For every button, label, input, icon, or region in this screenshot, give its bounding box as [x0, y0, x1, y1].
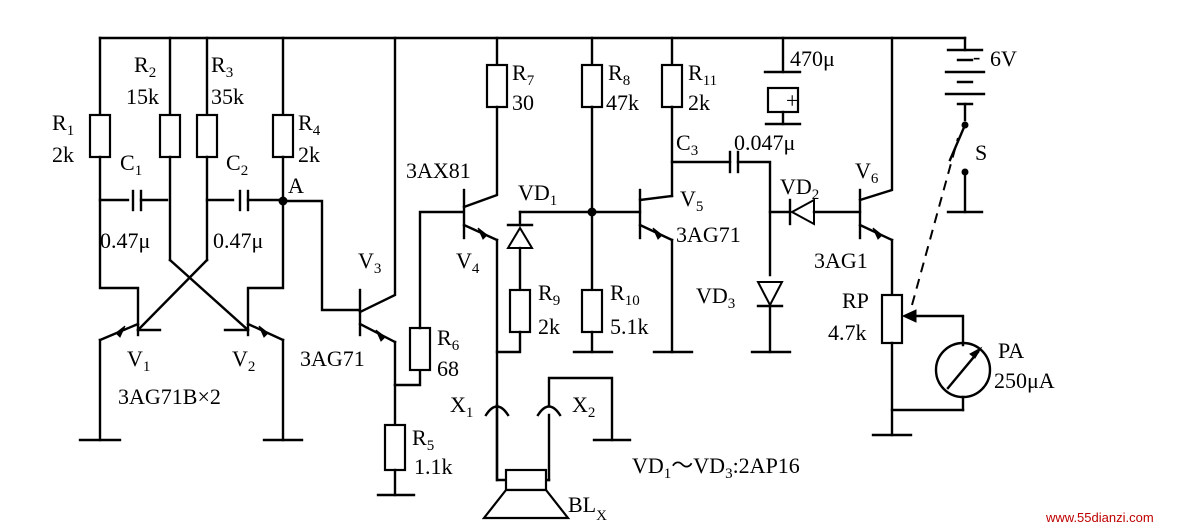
v6-type: 3AG1	[814, 248, 868, 273]
resistor-r7: R7 30	[462, 36, 535, 209]
v5-name: V5	[680, 186, 703, 215]
r2-value: 15k	[126, 84, 159, 109]
potentiometer-rp: RP 4.7k	[828, 288, 965, 437]
vd2-name: VD2	[780, 174, 819, 203]
transistor-v6: V6 3AG1	[814, 36, 894, 297]
c2-name: C2	[226, 150, 248, 179]
diode-type-note: VD1～VD3:2AP16	[632, 453, 800, 482]
gang-link	[911, 137, 959, 306]
jack-x2: X2	[536, 376, 632, 482]
v6-name: V6	[855, 158, 879, 187]
v4-type: 3AX81	[406, 158, 471, 183]
v2-name: V2	[232, 346, 255, 375]
c1-name: C1	[120, 150, 142, 179]
battery: - 6V	[944, 44, 1017, 122]
transistor-v1: V1	[78, 288, 162, 442]
r2-name: R2	[134, 52, 156, 81]
meter-pa: PA 250μA	[934, 338, 1055, 412]
r11-name: R11	[688, 60, 717, 89]
r8-name: R8	[608, 60, 630, 89]
diode-vd2: VD2	[768, 174, 862, 226]
r7-value: 30	[512, 90, 534, 115]
r11-value: 2k	[688, 90, 710, 115]
r9-name: R9	[538, 280, 560, 309]
vd3-name: VD3	[696, 283, 735, 312]
r1-value: 2k	[52, 142, 74, 167]
x2-name: X2	[572, 392, 595, 421]
v4-name: V4	[456, 248, 480, 277]
capacitor-c1: C1 0.47μ	[100, 150, 169, 253]
c3-name: C3	[676, 130, 698, 159]
r7-name: R7	[512, 60, 535, 89]
resistor-r8: R8 47k	[580, 36, 639, 292]
v1-name: V1	[127, 346, 150, 375]
c1-value: 0.47μ	[100, 228, 150, 253]
resistor-r11: R11 2k	[660, 36, 732, 198]
battery-label-minus: -	[973, 44, 980, 69]
resistor-r5: R5 1.1k	[376, 383, 453, 497]
r3-value: 35k	[211, 84, 244, 109]
node-a-label: A	[288, 173, 304, 198]
rp-name: RP	[842, 288, 869, 313]
r5-name: R5	[412, 425, 434, 454]
transistor-v2: V2 3AG71B×2	[118, 288, 304, 442]
r3-name: R3	[211, 52, 233, 81]
r1-name: R1	[52, 110, 74, 139]
c3-value: 0.047μ	[734, 130, 795, 155]
resistor-r6: R6 68	[393, 210, 464, 387]
resistor-r10: R10 5.1k	[572, 280, 649, 354]
capacitor-plus-label: +	[786, 88, 798, 113]
x1-name: X1	[450, 392, 473, 421]
battery-voltage-label: 6V	[990, 46, 1017, 71]
diode-vd3: VD3	[696, 281, 792, 354]
resistor-r1: R1 2k	[52, 36, 140, 290]
bl-name: BLX	[568, 492, 607, 524]
switch-s: S	[946, 121, 987, 214]
capacitor-c3: C3 0.047μ	[676, 130, 795, 277]
rp-value: 4.7k	[828, 320, 867, 345]
capacitor-470u: 470μ +	[763, 36, 835, 126]
transistor-v3: V3 3AG71	[300, 36, 397, 387]
r4-name: R4	[298, 110, 321, 139]
r4-value: 2k	[298, 142, 320, 167]
switch-label: S	[975, 140, 987, 165]
capacitor-c2: C2 0.47μ	[213, 150, 285, 253]
jack-x1: X1	[450, 392, 510, 482]
pa-value: 250μA	[994, 368, 1055, 393]
v1-v2-type: 3AG71B×2	[118, 384, 221, 409]
r6-value: 68	[437, 356, 459, 381]
node-a: A	[278, 173, 360, 312]
resistor-r3: R3 35k	[195, 36, 244, 262]
pa-name: PA	[998, 338, 1024, 363]
v3-type: 3AG71	[300, 346, 365, 371]
r5-value: 1.1k	[414, 454, 453, 479]
v5-type: 3AG71	[676, 222, 741, 247]
watermark: www.55dianzi.com	[1045, 510, 1154, 525]
resistor-r9: R9 2k	[495, 280, 560, 354]
speaker-blx: BLX	[481, 468, 607, 524]
r9-value: 2k	[538, 314, 560, 339]
c2-value: 0.47μ	[213, 228, 263, 253]
vd1-name: VD1	[518, 180, 557, 209]
r6-name: R6	[437, 325, 460, 354]
diode-vd1: VD1	[506, 180, 642, 292]
v3-name: V3	[358, 248, 381, 277]
r8-value: 47k	[606, 90, 639, 115]
resistor-r2: R2 15k	[126, 36, 182, 262]
supply-rail	[98, 36, 967, 52]
transistor-v5: V5 3AG71	[638, 186, 741, 354]
capacitor-470u-label: 470μ	[790, 46, 835, 71]
r10-value: 5.1k	[610, 314, 649, 339]
cross-coupling	[136, 258, 250, 332]
r10-name: R10	[610, 280, 640, 309]
